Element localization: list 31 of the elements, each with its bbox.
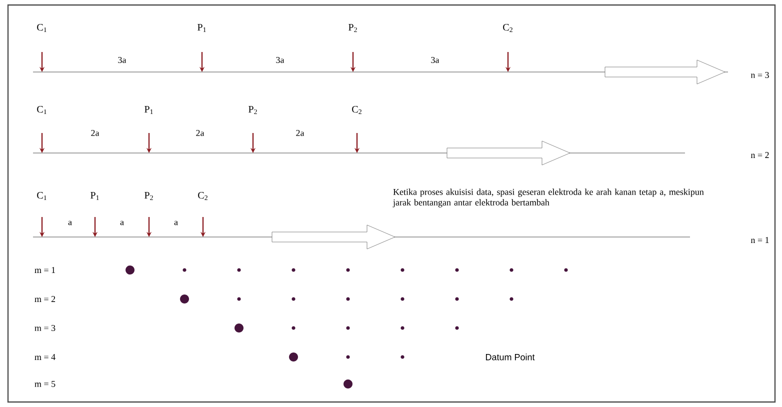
note-text: Ketika proses akuisisi data, spasi geseran elektroda ke arah kanan tetap a, meskipun jarak bentangan antar elektroda bertambah: [392, 188, 704, 208]
electrode-label: C$_{2}$: [352, 106, 362, 114]
electrode-label: P$_{1}$: [90, 192, 99, 200]
spacing-label: 3a: [431, 56, 440, 64]
level-label: m = 3: [34, 324, 56, 332]
level-label: m = 1: [34, 267, 56, 273]
level-label: n = 1: [750, 237, 769, 243]
level-label: n = 2: [750, 152, 769, 158]
electrode-label: P$_{1}$: [198, 24, 206, 32]
electrode-label: C$_{2}$: [198, 192, 208, 200]
spacing-label: 2a: [296, 130, 304, 136]
datum-point-label: Datum Point: [486, 354, 535, 360]
level-label: m = 5: [34, 381, 56, 387]
electrode-label: P$_{2}$: [144, 192, 153, 200]
spacing-label: 2a: [91, 130, 100, 136]
spacing-label: a: [174, 220, 178, 226]
spacing-label: a: [120, 220, 124, 226]
electrode-label: C$_{1}$: [37, 106, 46, 114]
spacing-label: 3a: [276, 56, 284, 64]
spacing-label: 3a: [118, 56, 126, 64]
spacing-label: 2a: [196, 130, 204, 136]
level-label: m = 4: [34, 354, 56, 360]
electrode-label: P$_{2}$: [348, 24, 357, 32]
electrode-label: C$_{1}$: [37, 24, 46, 32]
electrode-label: P$_{1}$: [144, 106, 153, 114]
level-label: n = 3: [750, 72, 769, 78]
electrode-label: C$_{1}$: [37, 192, 46, 200]
electrode-label: P$_{2}$: [248, 106, 257, 114]
level-label: m = 2: [34, 296, 56, 302]
spacing-label: a: [68, 220, 72, 226]
electrode-label: C$_{2}$: [503, 24, 512, 32]
